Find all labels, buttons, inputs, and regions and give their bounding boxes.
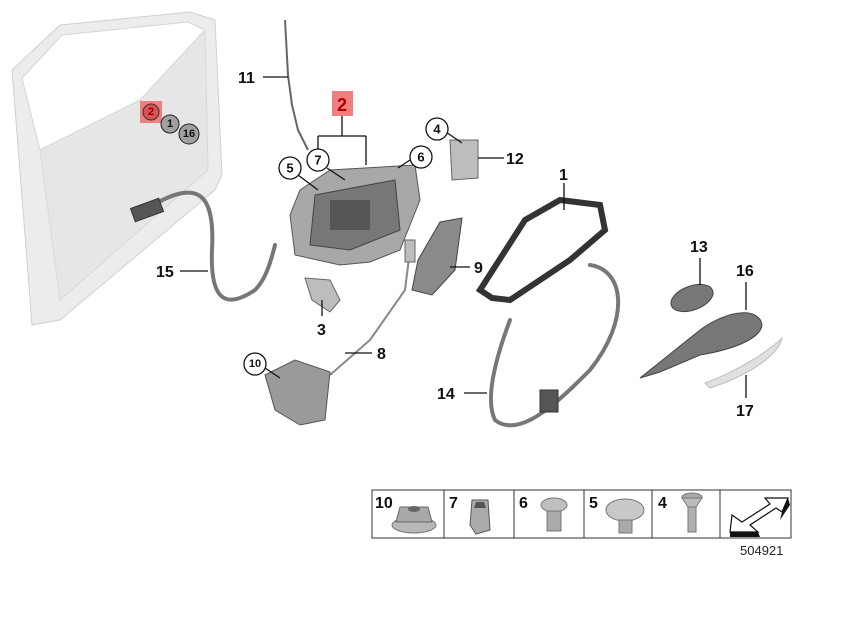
actuator-10 [264, 359, 331, 426]
leader-lines [180, 76, 747, 398]
callout-6[interactable]: 6 [417, 150, 424, 165]
diagram-id: 504921 [740, 543, 783, 558]
door-marker-1-circle[interactable] [160, 114, 180, 134]
handle-16 [639, 312, 763, 379]
door-marker-2: 2 [148, 106, 154, 118]
callout-4[interactable]: 4 [433, 122, 441, 137]
rod-11 [284, 19, 309, 151]
cable-15-connector [129, 197, 165, 223]
callout-17[interactable]: 17 [736, 403, 754, 420]
callout-5[interactable]: 5 [286, 161, 293, 176]
table-cell-number: 7 [449, 495, 458, 512]
door-marker-16-circle[interactable] [178, 123, 200, 145]
callout-16[interactable]: 16 [736, 263, 754, 280]
cable-15 [143, 190, 277, 302]
table-cell-number: 4 [658, 495, 667, 512]
striker-12 [449, 139, 479, 181]
table-cell-number: 6 [519, 495, 528, 512]
callout-12[interactable]: 12 [506, 151, 524, 168]
callout-10[interactable]: 10 [249, 358, 261, 370]
callout-2[interactable]: 2 [337, 95, 347, 115]
part-9 [411, 217, 463, 296]
table-cell-number: 5 [589, 495, 598, 512]
callout-11[interactable]: 11 [238, 70, 255, 87]
cable-8 [329, 249, 411, 376]
hex-flange-nut-icon [391, 506, 437, 534]
hardware-table: 10 7 6 5 4 [371, 489, 792, 539]
callout-7[interactable]: 7 [314, 153, 321, 168]
countersunk-screw-icon [681, 492, 703, 533]
torx-collar-screw-icon [605, 498, 645, 534]
cap-13 [670, 283, 714, 313]
cable-14-grommet [539, 389, 559, 413]
callout-8[interactable]: 8 [377, 346, 386, 363]
door-marker-16: 16 [183, 128, 195, 140]
callout-1[interactable]: 1 [559, 167, 568, 184]
callout-15[interactable]: 15 [156, 264, 174, 281]
callout-3[interactable]: 3 [317, 322, 326, 339]
handle-carrier-1 [475, 196, 609, 304]
door-marker-1: 1 [167, 118, 173, 130]
door-marker-2-circle[interactable] [142, 103, 160, 121]
strip-17 [704, 336, 783, 389]
table-cell-number: 10 [375, 495, 393, 512]
expanding-nut-icon [469, 499, 491, 535]
door-lock-2 [289, 164, 421, 266]
torx-screw-icon [540, 497, 568, 532]
part-3 [304, 277, 341, 313]
callout-9[interactable]: 9 [474, 260, 483, 277]
callout-13[interactable]: 13 [690, 239, 708, 256]
direction-arrow-icon [729, 497, 790, 537]
callout-14[interactable]: 14 [437, 386, 455, 403]
callout-2-highlight [332, 91, 353, 116]
rear-door-illustration [11, 11, 223, 326]
